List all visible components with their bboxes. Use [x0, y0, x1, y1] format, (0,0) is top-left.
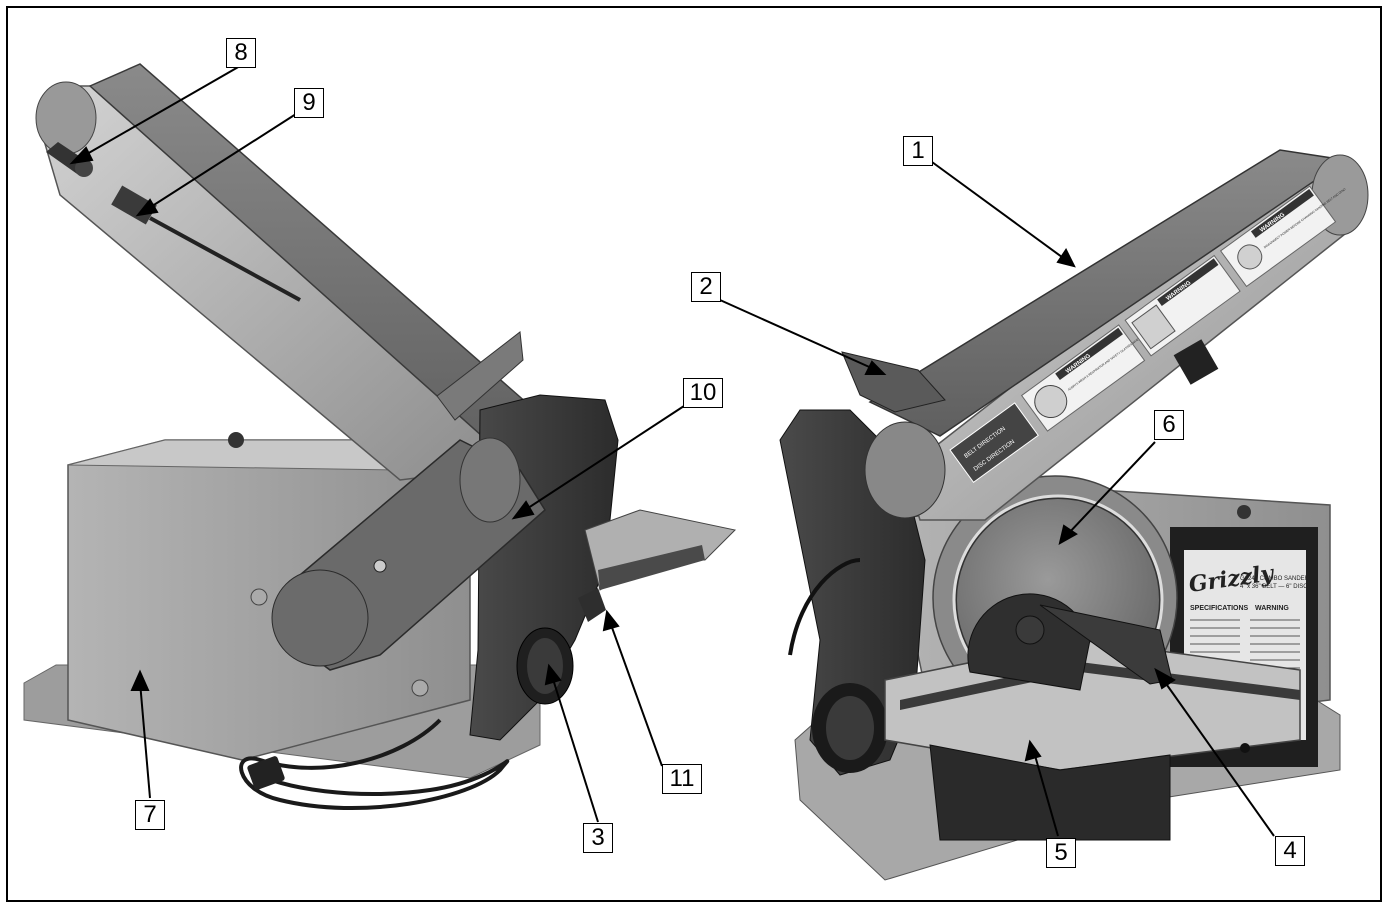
arrow-4	[1154, 667, 1176, 690]
leader-3	[551, 675, 599, 823]
callout-11: 11	[662, 764, 702, 794]
arrow-5	[1024, 739, 1042, 762]
plate-spec-header: SPECIFICATIONS	[1190, 605, 1249, 612]
warning-3-bar	[1250, 189, 1314, 238]
arrow-2	[864, 360, 887, 375]
miter-gauge-knob	[1015, 615, 1045, 645]
unplug-icon	[1237, 244, 1263, 270]
right-dust-port-inner	[826, 696, 874, 760]
plate-model: G1247 COMBO SANDER	[1240, 576, 1310, 582]
left-table-slot	[598, 545, 705, 590]
warning-1-bar	[1055, 327, 1123, 381]
left-knob-top	[228, 432, 244, 448]
leader-2	[719, 299, 877, 371]
left-frame-slot	[149, 216, 301, 302]
tracking-knob-hub	[75, 159, 93, 177]
leader-8	[79, 65, 241, 159]
leader-5	[1033, 751, 1059, 837]
left-belt-guard	[436, 331, 524, 421]
callout-8: 8	[226, 38, 256, 68]
arrow-8	[69, 146, 94, 165]
warning-2-bar	[1157, 258, 1219, 306]
left-drive-roller	[459, 437, 521, 523]
callout-3: 3	[583, 823, 613, 853]
right-sander: Grizzly G1247 COMBO SANDER 4" x 36" BELT…	[779, 149, 1369, 881]
dust-port-rim	[527, 638, 563, 694]
callout-4: 4	[1275, 836, 1305, 866]
right-tracking-knob	[1173, 339, 1219, 385]
leader-lines	[69, 65, 1275, 837]
leader-7	[139, 681, 151, 799]
left-cover-screw	[373, 559, 387, 573]
arrow-7	[130, 669, 150, 691]
leader-9	[145, 113, 297, 211]
arrow-3	[544, 663, 562, 686]
left-power-cord	[239, 718, 510, 810]
arrow-1	[1056, 248, 1076, 268]
left-screw-1	[250, 588, 268, 606]
plate-warning: WARNING	[1255, 605, 1289, 612]
callout-10: 10	[683, 378, 723, 408]
callout-9: 9	[294, 88, 324, 118]
right-power-cord	[788, 558, 861, 656]
leader-1	[931, 161, 1067, 261]
callout-1: 1	[903, 136, 933, 166]
right-base-screw	[1240, 743, 1250, 753]
arrow-11	[602, 609, 620, 632]
arrow-9	[135, 198, 159, 217]
leader-6	[1065, 441, 1156, 537]
plate-sizes: 4" x 36" BELT — 6" DISC	[1240, 584, 1308, 590]
left-pulley-cover-end	[271, 569, 369, 667]
callout-2: 2	[691, 272, 721, 302]
right-knob-top	[1237, 505, 1251, 519]
left-sander	[23, 63, 737, 810]
left-plug	[247, 756, 285, 790]
left-belt-end-roller	[35, 81, 97, 155]
callout-5: 5	[1046, 838, 1076, 868]
arrow-6	[1058, 524, 1078, 545]
arrow-10	[511, 500, 535, 520]
leader-4	[1161, 677, 1275, 837]
direction-decal	[949, 402, 1039, 484]
table-miter-slot	[900, 662, 1300, 710]
table-tilt-knob	[578, 588, 606, 622]
leader-10	[521, 405, 685, 513]
leader-11	[609, 621, 663, 767]
left-screw-2	[411, 679, 429, 697]
callout-6: 6	[1154, 410, 1184, 440]
hazard-pictogram	[1131, 304, 1176, 350]
right-drive-roller	[864, 421, 946, 519]
belt-decals: BELT DIRECTION DISC DIRECTION WARNING AL…	[949, 185, 1347, 484]
respirator-icon	[1034, 385, 1068, 419]
callout-7: 7	[135, 800, 165, 830]
plate-text-lines	[1190, 619, 1300, 669]
